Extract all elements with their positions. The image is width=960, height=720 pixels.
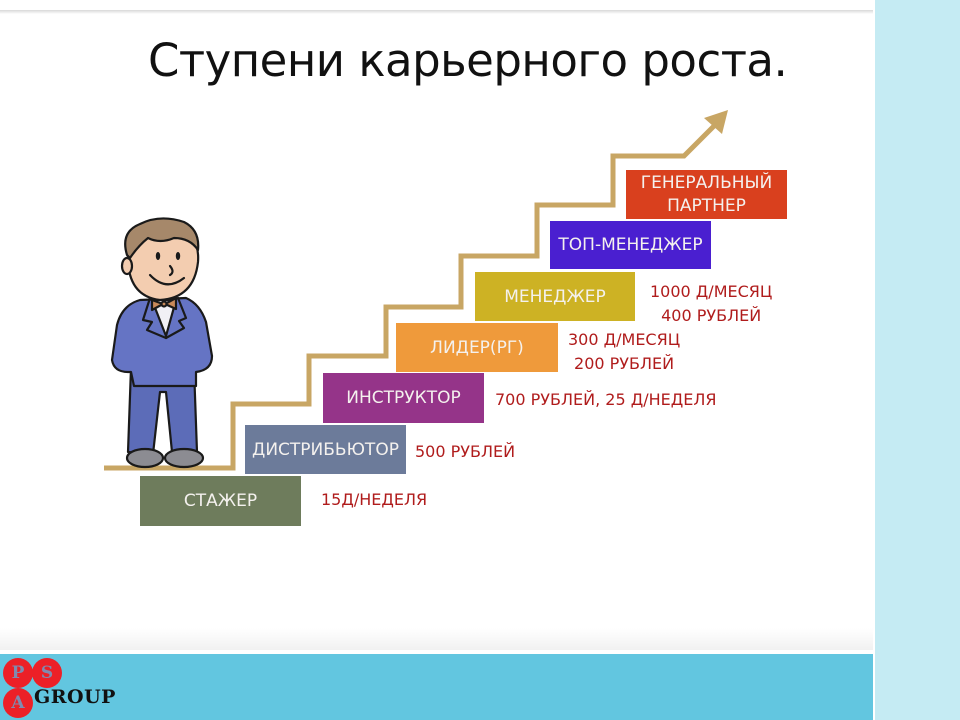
bottom-fade [0,628,873,650]
step-label: СТАЖЕР [183,491,258,511]
top-divider [0,10,873,14]
right-decor-strip [875,0,960,720]
step-trainee: СТАЖЕР [140,476,301,526]
logo-circle-a: A [3,688,33,718]
logo-circle-p: P [3,658,33,688]
pay-leader: 300 Д/МЕСЯЦ 200 РУБЛЕЙ [568,330,681,373]
bottom-band [0,654,873,720]
pay-distributor: 500 РУБЛЕЙ [415,442,516,461]
step-label-line-1: ГЕНЕРАЛЬНЫЙ [640,172,773,193]
step-label: ДИСТРИБЬЮТОР [252,439,399,460]
step-label: ТОП-МЕНЕДЖЕР [558,235,703,255]
step-label-line-2: ПАРТНЕР [667,195,746,216]
psa-group-logo: P S A GROUP [0,656,120,720]
arrow-head-icon [704,110,728,134]
step-label: ЛИДЕР(РГ) [430,337,524,358]
staircase-line [104,122,718,471]
slide-title: Ступени карьерного роста. [148,34,788,87]
step-label: МЕНЕДЖЕР [504,286,606,307]
pay-trainee: 15Д/НЕДЕЛЯ [321,490,428,509]
step-label: ИНСТРУКТОР [346,388,461,408]
step-manager: МЕНЕДЖЕР [475,272,635,321]
businessman-character-icon [110,217,214,469]
step-top-manager: ТОП-МЕНЕДЖЕР [550,221,711,269]
pay-manager: 1000 Д/МЕСЯЦ 400 РУБЛЕЙ [650,282,773,325]
logo-circle-s: S [32,658,62,688]
step-general-partner: ГЕНЕРАЛЬНЫЙ ПАРТНЕР [626,170,787,219]
step-distributor: ДИСТРИБЬЮТОР [245,425,406,474]
logo-text: GROUP [34,686,116,708]
step-leader: ЛИДЕР(РГ) [396,323,558,372]
step-instructor: ИНСТРУКТОР [323,373,484,423]
pay-instructor: 700 РУБЛЕЙ, 25 Д/НЕДЕЛЯ [495,390,717,409]
